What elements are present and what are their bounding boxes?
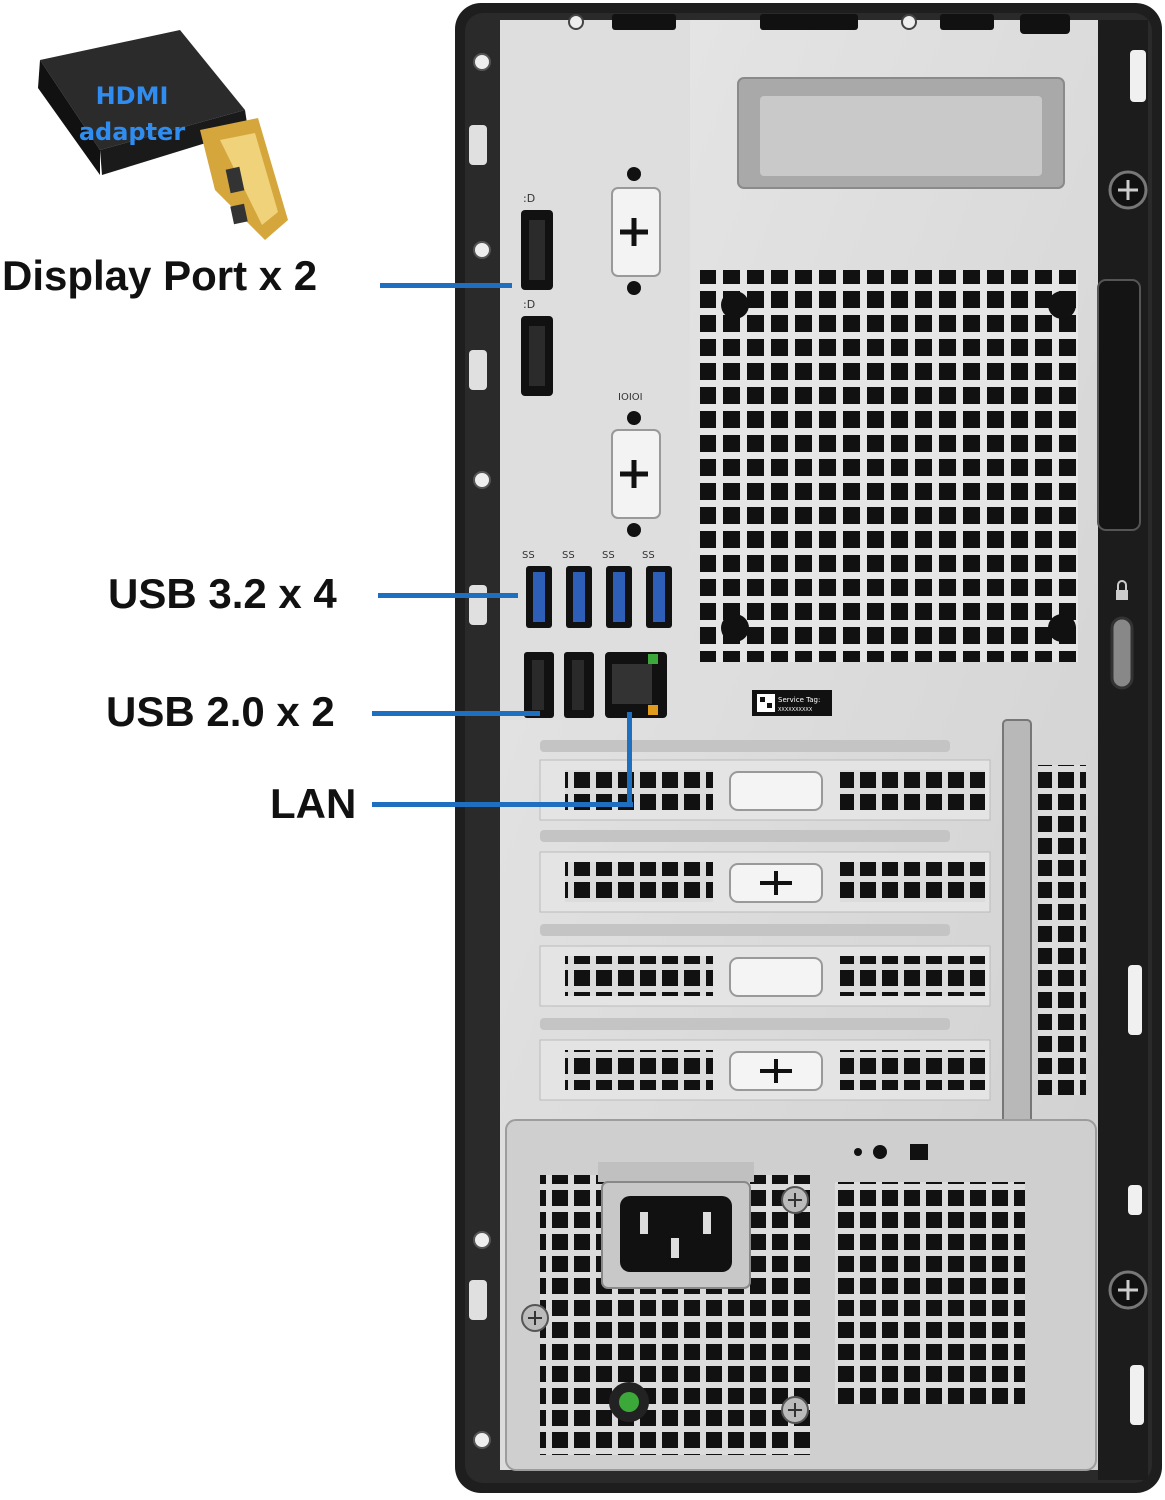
display-port-icon: :D bbox=[521, 298, 553, 396]
usb3-icon: SS bbox=[642, 550, 672, 628]
callout-display-port: Display Port x 2 bbox=[2, 252, 318, 299]
svg-text:SS: SS bbox=[562, 550, 575, 561]
lan-icon bbox=[605, 652, 667, 718]
screw-icon bbox=[521, 1304, 549, 1332]
lock-icon bbox=[1116, 580, 1128, 600]
power-socket-icon bbox=[601, 1181, 751, 1289]
leader-lan-vertical bbox=[627, 712, 632, 807]
usb2-icon bbox=[564, 652, 594, 718]
usb3-icon: SS bbox=[522, 550, 552, 628]
callout-usb20: USB 2.0 x 2 bbox=[106, 688, 335, 735]
service-tag-value: XXXXXXXXXX bbox=[778, 707, 813, 713]
usb3-icon: SS bbox=[602, 550, 632, 628]
display-port-icon: :D bbox=[521, 192, 553, 290]
power-led-icon bbox=[609, 1382, 649, 1422]
fan-vent bbox=[700, 270, 1078, 662]
service-tag-text: Service Tag: bbox=[778, 696, 820, 704]
svg-text::D: :D bbox=[523, 298, 535, 311]
svg-text:SS: SS bbox=[522, 550, 535, 561]
svg-text:SS: SS bbox=[602, 550, 615, 561]
screw-icon bbox=[1108, 1270, 1148, 1310]
svg-text:IOIOI: IOIOI bbox=[618, 392, 643, 403]
leader-usb20 bbox=[372, 711, 540, 716]
leader-display-port bbox=[380, 283, 512, 288]
callout-usb32: USB 3.2 x 4 bbox=[108, 570, 337, 617]
usb3-icon: SS bbox=[562, 550, 592, 628]
screw-icon bbox=[781, 1396, 809, 1424]
hdmi-adapter-icon bbox=[38, 30, 288, 240]
usb2-icon bbox=[524, 652, 554, 718]
service-tag-label: Service Tag: XXXXXXXXXX bbox=[752, 690, 832, 716]
hdmi-adapter-label-1: HDMI bbox=[95, 82, 169, 110]
leader-usb32 bbox=[378, 593, 518, 598]
leader-lan bbox=[372, 802, 633, 807]
screw-icon bbox=[1108, 170, 1148, 210]
hdmi-adapter-label-2: adapter bbox=[78, 118, 186, 146]
callout-lan: LAN bbox=[270, 780, 357, 827]
svg-text::D: :D bbox=[523, 192, 535, 205]
screw-icon bbox=[781, 1186, 809, 1214]
svg-text:SS: SS bbox=[642, 550, 655, 561]
